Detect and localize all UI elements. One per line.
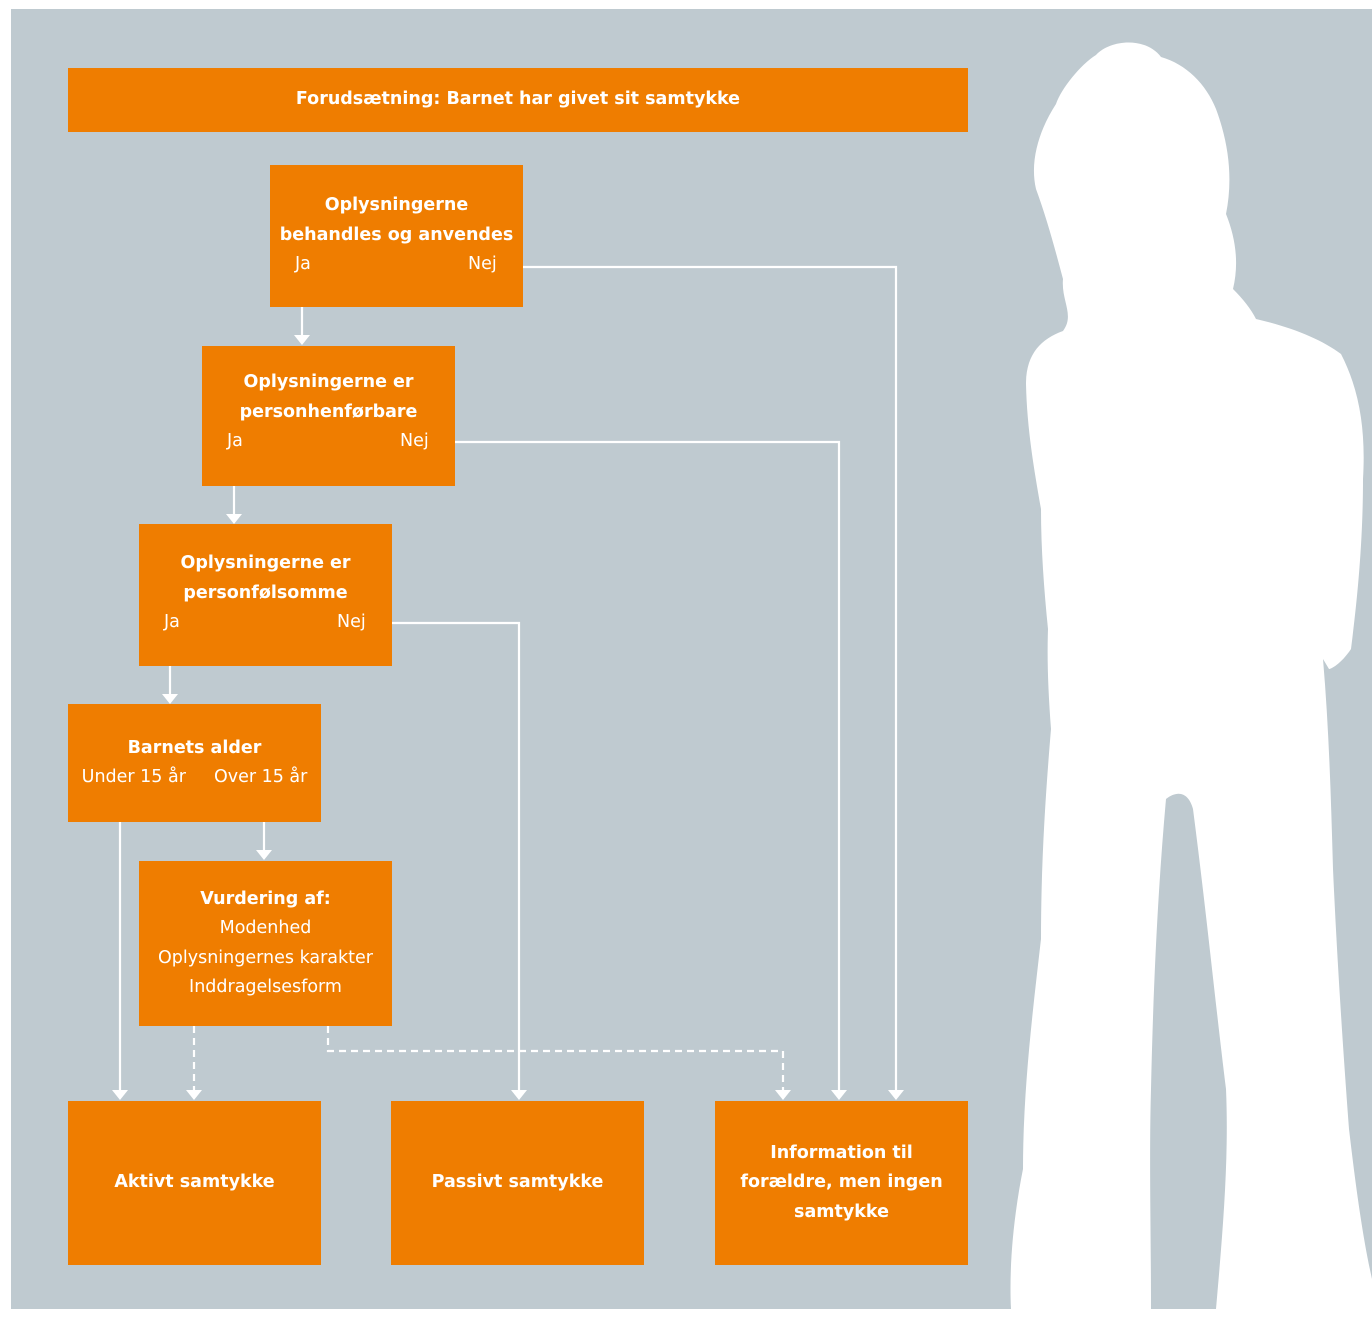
q2-yes-label: Ja — [227, 431, 243, 451]
arrowhead — [294, 335, 310, 345]
question-processed-box: Oplysningerne behandles og anvendes Ja N… — [270, 165, 523, 307]
q2-line1: Oplysningerne er — [243, 372, 414, 392]
arrow-q1-no-to-info — [523, 265, 898, 1091]
assessment-item: Inddragelsesform — [189, 977, 342, 997]
q3-line2: personfølsomme — [183, 582, 348, 603]
arrowhead — [226, 514, 242, 524]
outcome-info-line1: Information til — [770, 1142, 913, 1163]
arrowhead — [831, 1090, 847, 1100]
premise-bar: Forudsætning: Barnet har givet sit samty… — [68, 68, 968, 132]
outcome-info-line2: forældre, men ingen — [740, 1172, 943, 1193]
q2-line2: personhenførbare — [239, 401, 418, 422]
q1-no-label: Nej — [468, 254, 497, 274]
q1-yes-label: Ja — [295, 254, 311, 274]
diagram-panel: Forudsætning: Barnet har givet sit samty… — [11, 9, 1372, 1309]
arrowhead — [256, 850, 272, 860]
premise-text: Forudsætning: Barnet har givet sit samty… — [295, 89, 741, 110]
q3-no-label: Nej — [337, 612, 366, 632]
q1-line2: behandles og anvendes — [279, 224, 514, 245]
q3-line1: Oplysningerne er — [180, 553, 351, 573]
arrowhead — [162, 694, 178, 704]
dashed-assessment-to-info — [326, 1026, 785, 1091]
assessment-item: Oplysningernes karakter — [158, 947, 373, 968]
age-title: Barnets alder — [127, 737, 262, 758]
arrow-q2-no-to-info — [455, 440, 841, 1091]
arrowhead — [186, 1090, 202, 1100]
child-age-box: Barnets alder Under 15 år Over 15 år — [68, 704, 321, 822]
outcome-active-label: Aktivt samtykke — [114, 1172, 275, 1193]
question-identifiable-box: Oplysningerne er personhenførbare Ja Nej — [202, 346, 455, 486]
assessment-item: Modenhed — [219, 918, 312, 938]
outcome-active-consent-box: Aktivt samtykke — [68, 1101, 321, 1265]
q3-yes-label: Ja — [164, 612, 180, 632]
flow-connectors — [112, 265, 904, 1100]
question-sensitive-box: Oplysningerne er personfølsomme Ja Nej — [139, 524, 392, 666]
arrowhead — [112, 1090, 128, 1100]
arrowhead — [775, 1090, 791, 1100]
age-over-15-label: Over 15 år — [213, 767, 308, 787]
assessment-title: Vurdering af: — [200, 888, 331, 909]
q1-line1: Oplysningerne — [324, 195, 469, 215]
q2-no-label: Nej — [400, 431, 429, 451]
outcome-passive-consent-box: Passivt samtykke — [391, 1101, 644, 1265]
arrowhead — [511, 1090, 527, 1100]
arrowhead — [888, 1090, 904, 1100]
outcome-passive-label: Passivt samtykke — [431, 1172, 604, 1193]
child-silhouette-image — [1010, 42, 1372, 1309]
outcome-information-box: Information til forældre, men ingen samt… — [715, 1101, 968, 1265]
assessment-box: Vurdering af: Modenhed Oplysningernes ka… — [139, 861, 392, 1026]
age-under-15-label: Under 15 år — [81, 767, 186, 787]
outcome-info-line3: samtykke — [794, 1201, 889, 1222]
arrow-q3-no-to-passive — [392, 621, 521, 1091]
